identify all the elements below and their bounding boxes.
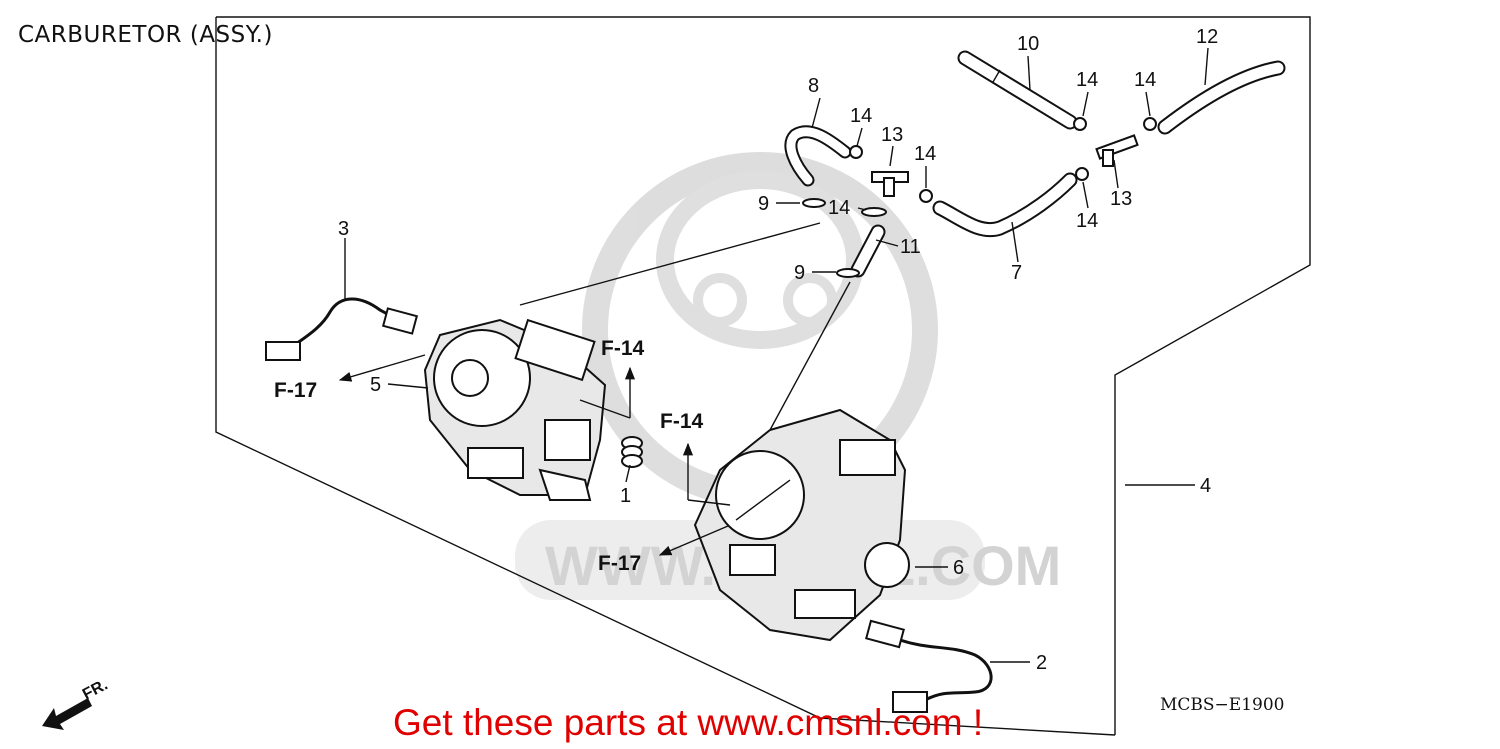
sensor-3 [265,297,419,361]
callout-6: 6 [953,557,964,579]
fig-ref-f14[interactable]: F-14 [660,410,704,433]
promo-link[interactable]: Get these parts at www.cmsnl.com ! [393,702,984,743]
assembly-outline-left [215,17,1116,736]
t-joint-13-right [1095,134,1139,167]
callout-12: 12 [1196,26,1218,48]
leader-lines [338,47,1209,663]
fig-ref-f14[interactable]: F-14 [601,337,645,360]
hose-10 [957,50,1078,130]
spring-1 [621,436,643,468]
callout-1: 1 [620,485,631,507]
callout-9: 9 [794,262,805,284]
fig-ref-f17[interactable]: F-17 [274,379,317,402]
page-title: CARBURETOR (ASSY.) [18,22,273,48]
hose-12 [1157,60,1286,135]
callout-14: 14 [914,143,936,165]
carburetor-5 [423,318,607,501]
callout-5: 5 [370,374,381,396]
callout-8: 8 [808,75,819,97]
callout-10: 10 [1017,33,1039,55]
fig-ref-f17[interactable]: F-17 [598,552,641,575]
callout-9: 9 [758,193,769,215]
assembly-outline [216,16,1311,735]
callout-14: 14 [1134,69,1156,91]
callout-7: 7 [1011,262,1022,284]
clips-9 [802,198,860,278]
hose-8 [784,125,852,187]
front-arrow-icon: FR. [42,676,111,730]
callout-2: 2 [1036,652,1047,674]
callout-14: 14 [828,197,850,219]
front-label: FR. [80,676,111,703]
callout-4: 4 [1200,475,1211,497]
t-joint-13-left [871,171,909,197]
carburetor-6 [693,408,910,642]
hose-7 [932,172,1078,237]
callout-14: 14 [1076,210,1098,232]
callout-14: 14 [1076,69,1098,91]
diagram-code: MCBS−E1900 [1160,695,1285,715]
callout-13: 13 [1110,188,1132,210]
callout-13: 13 [881,124,903,146]
callout-14: 14 [850,105,872,127]
hose-11 [850,224,886,278]
sensor-2 [865,619,993,713]
clamps-14 [849,117,1157,217]
callout-3: 3 [338,218,349,240]
callout-11: 11 [900,236,921,258]
